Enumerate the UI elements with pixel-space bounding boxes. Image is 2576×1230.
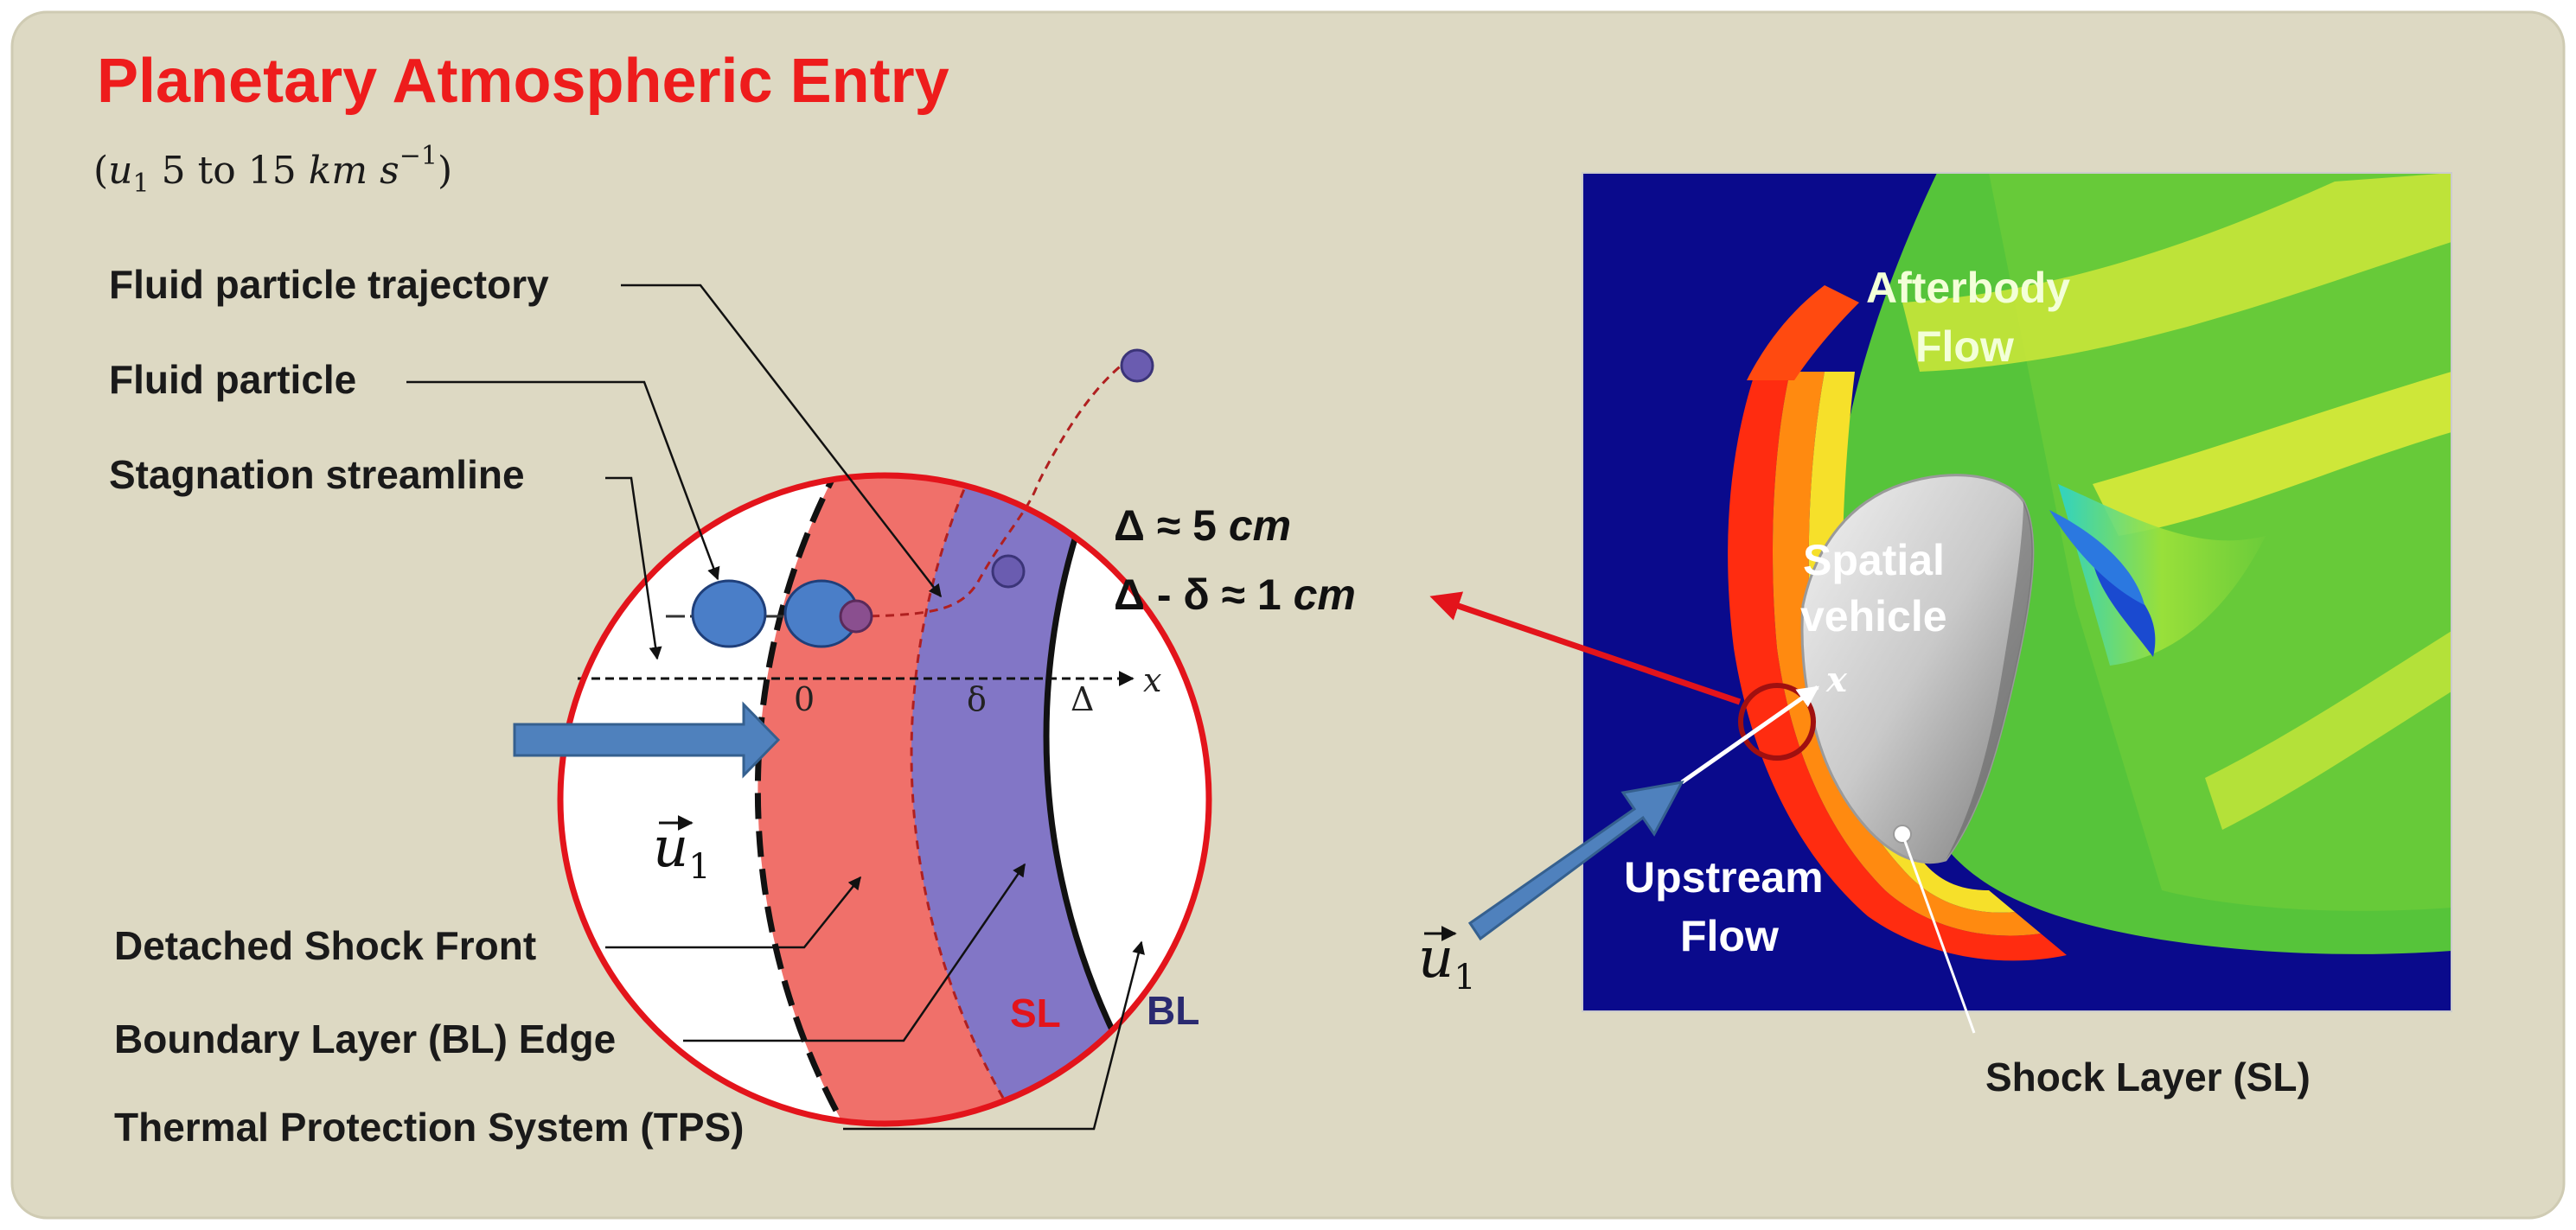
stagnation-point-marker: [1738, 683, 1816, 761]
label-bl-edge: Boundary Layer (BL) Edge: [114, 1017, 616, 1061]
shock-layer-thickness-equation: Δ - δ ≈ 1 cm: [1114, 570, 1356, 619]
label-trajectory: Fluid particle trajectory: [109, 262, 549, 307]
leader-shock-front: [605, 876, 861, 949]
zoom-circle: x 0 δ Δ: [557, 348, 1212, 1127]
axis-delta-small-label: δ: [967, 680, 987, 718]
shock-front-line: [754, 475, 1010, 1124]
bl-edge-line: [910, 475, 1122, 1124]
boundary-layer-region: [911, 475, 1209, 1124]
upstream-arrow: [1467, 780, 1684, 941]
label-stagnation: Stagnation streamline: [109, 452, 525, 497]
label-tps: Thermal Protection System (TPS): [114, 1105, 745, 1150]
bl-tag: BL: [1147, 988, 1199, 1033]
axis-x-label: x: [1143, 661, 1161, 699]
fluid-particle: [691, 579, 767, 648]
afterbody-flow-label-1: Afterbody: [1866, 264, 2070, 312]
cfd-x-direction-arrow: [1680, 685, 1820, 785]
svg-text:u1: u1: [1418, 927, 1476, 997]
page-title: Planetary Atmospheric Entry: [97, 47, 949, 116]
label-shock-front: Detached Shock Front: [114, 923, 536, 968]
leader-shock-layer: [1901, 833, 1976, 1034]
leader-stagnation: [605, 476, 662, 660]
vehicle-label-1: Spatial: [1803, 536, 1945, 584]
label-shock-layer: Shock Layer (SL): [1985, 1055, 2311, 1099]
fluid-particle-at-bl-edge: [991, 554, 1026, 589]
cfd-panel: [1582, 172, 2452, 1012]
freestream-velocity-left: u1: [653, 815, 711, 887]
freestream-arrow: [513, 701, 781, 779]
upstream-flow-label-2: Flow: [1680, 912, 1779, 960]
zoom-link-arrow: [1429, 591, 1742, 705]
svg-text:u1: u1: [653, 816, 711, 887]
leader-bl-edge: [683, 863, 1026, 1042]
cfd-x-label: x: [1825, 660, 1848, 700]
label-particle: Fluid particle: [109, 357, 356, 402]
vehicle-label-2: vehicle: [1800, 592, 1947, 640]
leader-tps: [843, 940, 1145, 1131]
axis-zero-label: 0: [794, 680, 815, 718]
sl-tag: SL: [1010, 991, 1061, 1036]
zoom-circle-outline: [557, 472, 1212, 1127]
freestream-velocity-right: u1: [1418, 926, 1476, 997]
shock-standoff-equation: Δ ≈ 5 cm: [1114, 501, 1291, 550]
axis-delta-big-label: Δ: [1071, 680, 1094, 718]
fluid-particle-near-wall: [1120, 348, 1154, 383]
leader-trajectory: [621, 284, 942, 598]
upstream-flow-label-1: Upstream: [1624, 853, 1824, 902]
fluid-particle-at-shock: [839, 599, 873, 634]
vehicle-wall: [1046, 475, 1209, 1124]
afterbody-flow-label-2: Flow: [1915, 322, 2014, 371]
leader-particle: [406, 380, 720, 581]
